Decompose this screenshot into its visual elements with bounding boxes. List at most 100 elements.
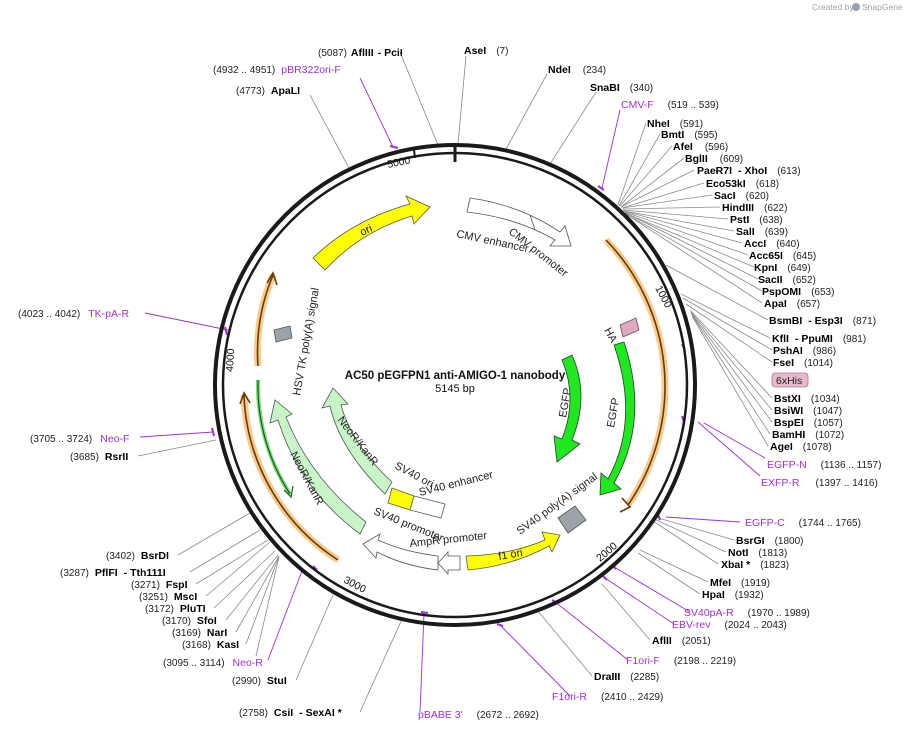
sv40-enhancer-feature <box>409 495 446 519</box>
svg-text:PstI(638): PstI(638) <box>730 214 783 226</box>
credit-brand: SnapGene <box>862 2 903 12</box>
svg-text:EBV-rev(2024 .. 2043): EBV-rev(2024 .. 2043) <box>672 619 787 631</box>
svg-text:pBABE 3'(2672 .. 2692): pBABE 3'(2672 .. 2692) <box>418 709 539 721</box>
svg-text:(3685)RsrII: (3685)RsrII <box>70 451 128 463</box>
svg-text:DraIII(2285): DraIII(2285) <box>594 671 659 683</box>
svg-text:BspEI(1057): BspEI(1057) <box>774 417 843 429</box>
svg-text:SnaBI(340): SnaBI(340) <box>590 82 653 94</box>
credit-prefix: Created by <box>812 2 854 12</box>
neo-thin <box>255 379 294 499</box>
svg-text:SalI(639): SalI(639) <box>736 226 788 238</box>
enzyme-labels-right: NheI(591) BmtI(595) AfeI(596) BglII(609)… <box>594 118 876 683</box>
neor-inner-feature <box>321 387 393 495</box>
features <box>269 195 640 576</box>
svg-text:BsiWI(1047): BsiWI(1047) <box>774 405 842 417</box>
svg-text:CMV-F(519 .. 539): CMV-F(519 .. 539) <box>621 99 719 111</box>
egfp-inner-feature <box>553 354 582 463</box>
label-egfp-inner: EGFP <box>557 387 574 419</box>
ampr-promoter-feature <box>437 550 461 576</box>
neor-outer-feature <box>269 399 367 535</box>
tick-5000: 5000 <box>386 154 411 171</box>
primer-leader-lines <box>139 77 766 713</box>
svg-text:Eco53kI(618): Eco53kI(618) <box>706 178 779 190</box>
egfp-outer-feature <box>599 341 636 496</box>
svg-text:SacII(652): SacII(652) <box>758 274 816 286</box>
hsv-tk-feature <box>273 325 293 343</box>
his-tag: 6xHis <box>771 372 809 388</box>
sv40-polya-feature <box>557 505 587 534</box>
label-sv40-polya: SV40 poly(A) signal <box>515 471 600 537</box>
svg-text:F1ori-F(2198 .. 2219): F1ori-F(2198 .. 2219) <box>626 655 736 667</box>
svg-text:(3287)PflFI- Tth111I: (3287)PflFI- Tth111I <box>60 567 166 579</box>
snapgene-logo-icon <box>852 3 860 11</box>
svg-text:NheI(591): NheI(591) <box>647 118 703 130</box>
svg-text:SacI(620): SacI(620) <box>714 190 769 202</box>
svg-text:(3251)MscI: (3251)MscI <box>139 591 197 603</box>
svg-text:(3170)SfoI: (3170)SfoI <box>162 615 217 627</box>
label-sv40-ori: SV40 ori <box>393 460 436 490</box>
svg-text:BamHI(1072): BamHI(1072) <box>772 429 844 441</box>
svg-text:(3169)NarI: (3169)NarI <box>172 627 227 639</box>
svg-text:AseI(7): AseI(7) <box>464 45 508 57</box>
svg-text:(4773)ApaLI: (4773)ApaLI <box>236 85 300 97</box>
svg-text:HpaI(1932): HpaI(1932) <box>702 589 764 601</box>
cmv-feature <box>466 197 572 247</box>
svg-text:(2758)CsiI- SexAI *: (2758)CsiI- SexAI * <box>239 707 343 719</box>
svg-text:(3705 .. 3724)Neo-F: (3705 .. 3724)Neo-F <box>30 433 129 445</box>
svg-text:BstXI(1034): BstXI(1034) <box>774 393 840 405</box>
svg-text:KflI- PpuMI(981): KflI- PpuMI(981) <box>772 333 866 345</box>
svg-text:HindIII(622): HindIII(622) <box>722 202 787 214</box>
svg-text:(3402)BsrDI: (3402)BsrDI <box>106 550 169 562</box>
tick-4000: 4000 <box>224 348 237 372</box>
svg-text:FseI(1014): FseI(1014) <box>773 357 833 369</box>
svg-text:BsmBI- Esp3I(871): BsmBI- Esp3I(871) <box>769 315 876 327</box>
label-ori: ori <box>358 223 374 239</box>
enzyme-labels-left: (3685)RsrII (3402)BsrDI (3287)PflFI- Tth… <box>60 451 343 719</box>
svg-text:AgeI(1078): AgeI(1078) <box>770 441 832 453</box>
svg-text:PshAI(986): PshAI(986) <box>773 345 836 357</box>
svg-text:(5087)AflIII- PciI: (5087)AflIII- PciI <box>318 47 403 59</box>
svg-text:ApaI(657): ApaI(657) <box>764 298 820 310</box>
svg-text:(3168)KasI: (3168)KasI <box>182 639 239 651</box>
svg-text:MfeI(1919): MfeI(1919) <box>710 577 770 589</box>
svg-text:(2990)StuI: (2990)StuI <box>232 675 287 687</box>
svg-text:Acc65I(645): Acc65I(645) <box>749 250 816 262</box>
svg-text:PspOMI(653): PspOMI(653) <box>762 286 834 298</box>
svg-text:NotI(1813): NotI(1813) <box>728 547 787 559</box>
center-title: AC50 pEGFPN1 anti-AMIGO-1 nanobody 5145 … <box>345 370 566 395</box>
label-ha: HA <box>601 326 619 346</box>
his-tag-label: 6xHis <box>776 375 802 387</box>
ha-feature <box>619 317 640 338</box>
svg-text:EGFP-N(1136 .. 1157): EGFP-N(1136 .. 1157) <box>767 459 881 471</box>
svg-text:BmtI(595): BmtI(595) <box>661 129 718 141</box>
plasmid-length: 5145 bp <box>435 383 475 395</box>
tick-3000: 3000 <box>342 574 368 596</box>
f1-ori-feature <box>465 531 561 571</box>
svg-text:AflII(2051): AflII(2051) <box>652 635 711 647</box>
label-f1-ori: f1 ori <box>497 547 523 563</box>
svg-text:(3271)FspI: (3271)FspI <box>131 579 188 591</box>
orange-features <box>239 237 669 563</box>
svg-text:BsrGI(1800): BsrGI(1800) <box>736 535 804 547</box>
label-hsv-tk: HSV TK poly(A) signal <box>291 287 322 397</box>
primer-labels: (4932 .. 4951)pBR322ori-F CMV-F(519 .. 5… <box>18 64 881 721</box>
svg-text:BglII(609): BglII(609) <box>685 153 743 165</box>
svg-text:EXFP-R(1397 .. 1416): EXFP-R(1397 .. 1416) <box>761 477 878 489</box>
snapgene-credit: Created by SnapGene <box>812 2 903 12</box>
tick-1000: 1000 <box>652 284 674 310</box>
sv40-promoter-feature <box>362 533 439 571</box>
svg-text:AccI(640): AccI(640) <box>744 238 800 250</box>
svg-text:(4023 .. 4042)TK-pA-R: (4023 .. 4042)TK-pA-R <box>18 308 130 320</box>
svg-text:EGFP-C(1744 .. 1765): EGFP-C(1744 .. 1765) <box>745 517 861 529</box>
svg-text:SV40pA-R(1970 .. 1989): SV40pA-R(1970 .. 1989) <box>684 607 810 619</box>
svg-text:XbaI *(1823): XbaI *(1823) <box>721 559 789 571</box>
svg-text:KpnI(649): KpnI(649) <box>754 262 811 274</box>
sv40-ori-feature <box>387 487 415 511</box>
label-egfp-outer: EGFP <box>605 397 622 429</box>
leader-lines <box>137 51 773 713</box>
backbone <box>213 143 697 627</box>
svg-text:(3095 .. 3114)Neo-R: (3095 .. 3114)Neo-R <box>163 657 263 669</box>
svg-text:AfeI(596): AfeI(596) <box>673 141 728 153</box>
